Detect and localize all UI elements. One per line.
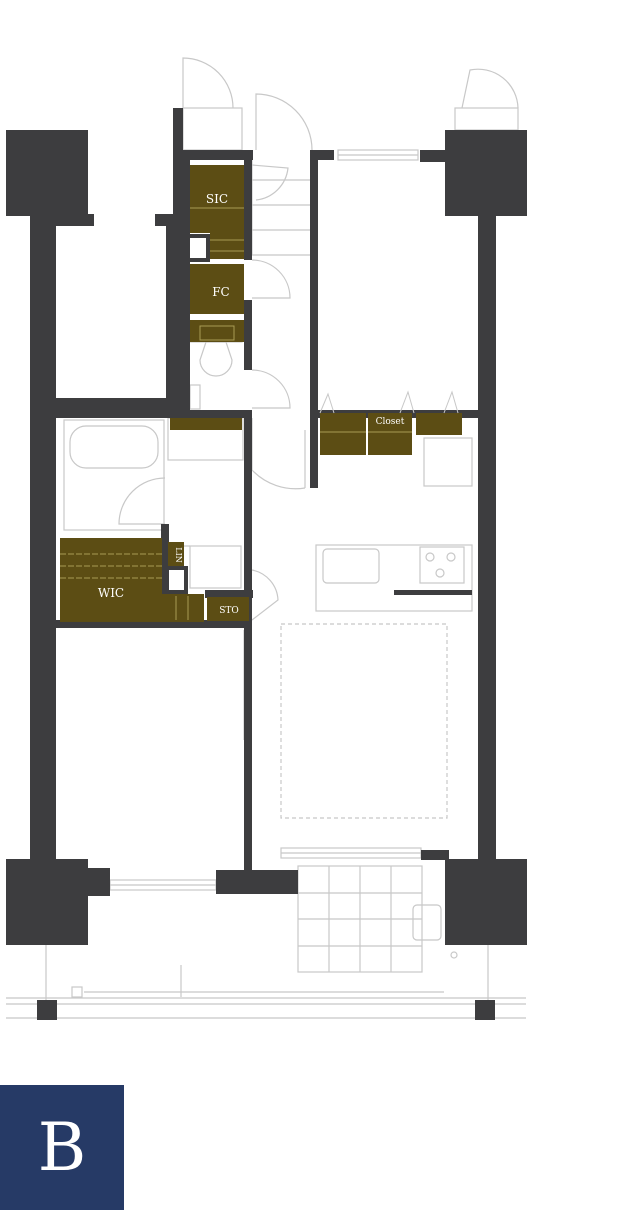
storage-units [60,165,462,622]
unit-type-letter: B [37,1108,87,1186]
storage-toilet-shelf [190,320,244,342]
storage-sic [186,165,244,262]
walls [6,108,527,1020]
label-closet: Closet [376,417,405,427]
storage-wic [60,538,204,622]
storage-sto [207,597,249,621]
storage-washroom [170,418,242,430]
unit-type-badge: B [0,1085,124,1210]
label-wic: WIC [98,586,124,600]
label-sic: SIC [206,192,228,206]
storage-lin [164,542,188,594]
floor-plan: SIC FC Closet WIC LIN STO [6,57,527,1020]
label-fc: FC [212,285,230,299]
label-lin: LIN [174,547,183,562]
fixture-lines [6,57,526,1019]
storage-closet [319,390,462,455]
storage-fc [190,264,244,314]
label-sto: STO [219,606,239,616]
